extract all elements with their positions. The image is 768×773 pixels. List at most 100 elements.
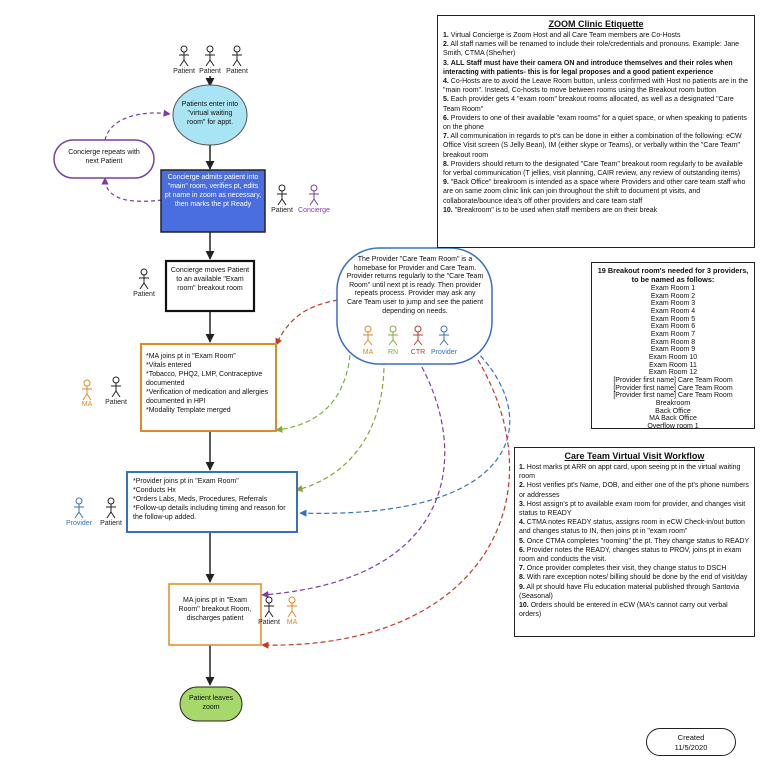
step-number: 8.	[519, 574, 525, 582]
breakout-room-item: Exam Room 7	[650, 330, 696, 338]
rule-number: 6.	[443, 114, 449, 122]
breakout-room-item: Exam Room 8	[650, 338, 696, 346]
step-text: Once CTMA completes "rooming" the pt. Th…	[526, 537, 750, 545]
step-number: 3.	[519, 500, 525, 508]
arrow-careteam-to-ma-green	[275, 354, 351, 433]
provider-figure-icon	[74, 497, 84, 519]
step-number: 10.	[519, 602, 529, 610]
rule-text: "Back Office" breakroom is intended as a…	[443, 179, 746, 205]
workflow-step: 9. All pt should have Flu education mate…	[519, 583, 750, 601]
ma-label: MA	[82, 401, 93, 408]
ma-joins-node	[140, 343, 277, 432]
breakout-room-item: [Provider first name] Care Team Room	[613, 384, 733, 392]
rule-text: Providers to one of their available "exa…	[443, 114, 747, 132]
leaves-node	[179, 686, 243, 722]
created-badge: Created 11/5/2020	[646, 728, 736, 756]
rule-text: Co-Hosts are to avoid the Leave Room but…	[443, 78, 749, 95]
rule-number: 7.	[443, 133, 449, 141]
etiquette-rule: 4. Co-Hosts are to avoid the Leave Room …	[443, 77, 749, 95]
breakout-room-item: Exam Room 5	[650, 315, 696, 323]
step-text: Provider notes the READY, changes status…	[519, 546, 742, 564]
care-team-room-node	[336, 247, 493, 365]
etiquette-rule: 7. All communication in regards to pt's …	[443, 132, 749, 160]
breakout-room-item: [Provider first name] Care Team Room	[613, 376, 733, 384]
step-number: 6.	[519, 546, 525, 554]
breakout-rooms-title: 19 Breakout room's needed for 3 provider…	[597, 266, 749, 284]
arrow-careteam-to-provider-olive	[295, 359, 385, 493]
breakout-room-item: Exam Room 10	[648, 353, 698, 361]
care-team-room-text: The Provider "Care Team Room" is a homeb…	[346, 256, 484, 315]
ma-label-careteam: MA	[363, 349, 374, 356]
patient-label-moves: Patient	[133, 291, 155, 298]
step-text: Host verifies pt's Name, DOB, and either…	[519, 482, 749, 499]
patient-figure-moves-icon	[139, 268, 149, 290]
rule-text: ALL Staff must have their camera ON and …	[443, 59, 733, 76]
workflow-panel: Care Team Virtual Visit Workflow 1. Host…	[514, 447, 755, 637]
rn-label-careteam: RN	[388, 349, 398, 356]
step-text: CTMA notes READY status, assigns room in…	[519, 519, 745, 536]
provider-joins-node	[126, 471, 298, 533]
rule-text: "Breakroom" is to be used when staff mem…	[454, 206, 658, 214]
etiquette-list: 1. Virtual Concierge is Zoom Host and al…	[443, 31, 749, 215]
step-text: Once provider completes their visit, the…	[526, 565, 727, 573]
workflow-step: 4. CTMA notes READY status, assigns room…	[519, 518, 750, 536]
etiquette-rule: 5. Each provider gets 4 "exam room" brea…	[443, 95, 749, 113]
breakout-room-item: Exam Room 12	[648, 369, 698, 377]
rn-figure-careteam-icon	[388, 325, 398, 346]
arrow-repeat-to-waiting	[104, 109, 171, 141]
patient-figure-admits-icon	[277, 184, 287, 206]
ma-joins-text: *MA joins pt in "Exam Room" *Vitals ente…	[146, 353, 269, 414]
ma-figure-icon	[82, 379, 92, 401]
etiquette-rule: 10. "Breakroom" is to be used when staff…	[443, 206, 749, 215]
arrow-careteam-to-provider-purple	[261, 359, 446, 599]
workflow-title: Care Team Virtual Visit Workflow	[564, 451, 705, 461]
concierge-repeats-text: Concierge repeats with next Patient	[68, 149, 140, 165]
breakout-rooms-panel: 19 Breakout room's needed for 3 provider…	[591, 262, 755, 430]
step-text: Host assign's pt to available exam room …	[519, 500, 746, 518]
patient-label-2: Patient	[199, 68, 221, 75]
step-number: 9.	[519, 583, 525, 591]
breakout-room-item: Overflow room 1	[647, 422, 699, 430]
step-text: All pt should have Flu education materia…	[519, 583, 740, 600]
patient-figure-3-icon	[232, 45, 242, 67]
ma-figure-careteam-icon	[363, 325, 373, 346]
admits-text: Concierge admits patient into "main" roo…	[164, 174, 262, 208]
rule-number: 1.	[443, 32, 449, 39]
step-number: 2.	[519, 482, 525, 490]
concierge-label: Concierge	[298, 207, 330, 214]
concierge-repeats-node	[53, 139, 155, 179]
rule-number: 10.	[443, 206, 453, 214]
workflow-step: 6. Provider notes the READY, changes sta…	[519, 546, 750, 564]
provider-label-careteam: Provider	[431, 349, 458, 356]
workflow-step: 3. Host assign's pt to available exam ro…	[519, 500, 750, 518]
workflow-step: 7. Once provider completes their visit, …	[519, 564, 750, 573]
workflow-step: 5. Once CTMA completes "rooming" the pt.…	[519, 537, 750, 546]
patient-label-1: Patient	[173, 68, 195, 75]
ma-figure-discharge-icon	[287, 596, 297, 618]
patient-figure-discharge-icon	[264, 596, 274, 618]
arrow-careteam-to-ma-red	[275, 299, 339, 346]
patient-figure-provider-icon	[106, 497, 116, 519]
breakout-room-item: Back Office	[655, 407, 691, 415]
patient-figure-ma-icon	[111, 376, 121, 398]
breakout-room-item: Exam Room 11	[649, 361, 697, 369]
rule-text: All communication in regards to pt's can…	[443, 133, 742, 159]
rule-number: 2.	[443, 41, 449, 49]
breakout-room-item: Exam Room 6	[650, 323, 696, 331]
etiquette-rule: 3. ALL Staff must have their camera ON a…	[443, 59, 749, 77]
etiquette-title: ZOOM Clinic Etiquette	[548, 19, 644, 29]
waiting-room-text: Patients enter into "virtual waiting roo…	[181, 101, 239, 126]
workflow-step: 10. Orders should be entered in eCW (MA'…	[519, 601, 750, 619]
step-text: Host marks pt ARR on appt card, upon see…	[519, 464, 741, 481]
patient-label-discharge: Patient	[258, 619, 280, 626]
moves-text: Concierge moves Patient to an available …	[170, 267, 250, 292]
etiquette-rule: 6. Providers to one of their available "…	[443, 114, 749, 132]
etiquette-panel: ZOOM Clinic Etiquette 1. Virtual Concier…	[437, 15, 755, 248]
patient-label-3: Patient	[226, 68, 248, 75]
patient-figure-1-icon	[179, 45, 189, 67]
patient-figure-2-icon	[205, 45, 215, 67]
provider-figure-careteam-icon	[439, 325, 449, 346]
workflow-step: 8. With rare exception notes/ billing sh…	[519, 573, 750, 582]
provider-label: Provider	[66, 520, 93, 527]
